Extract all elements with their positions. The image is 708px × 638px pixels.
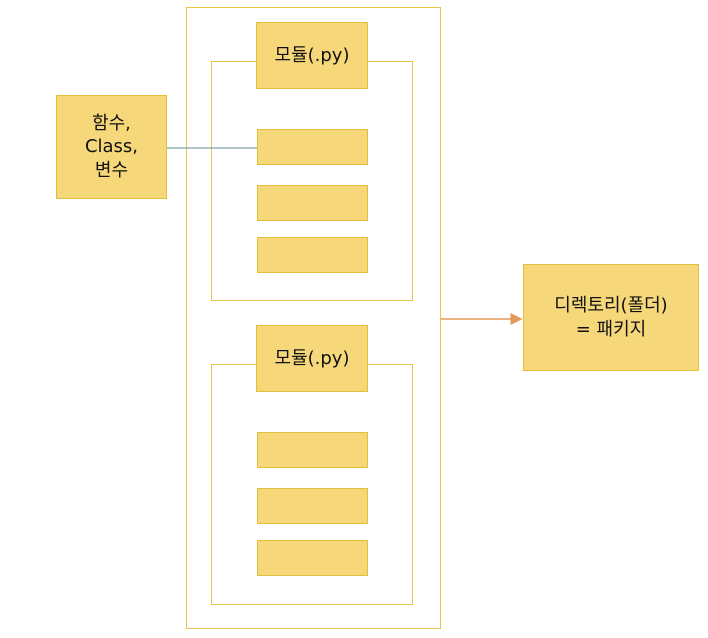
contents-label: 함수, Class, 변수 xyxy=(84,112,139,181)
module-2-item-3 xyxy=(257,540,368,576)
module-title-2: 모듈(.py) xyxy=(274,347,350,369)
module-2-item-1 xyxy=(257,432,368,468)
module-2-item-2 xyxy=(257,488,368,524)
module-title-1: 모듈(.py) xyxy=(274,44,350,66)
module-title-box-2: 모듈(.py) xyxy=(256,325,368,392)
module-1-item-3 xyxy=(257,237,368,273)
package-frame xyxy=(186,7,441,629)
module-1-item-1 xyxy=(257,129,368,165)
module-1-item-2 xyxy=(257,185,368,221)
package-label: 디렉토리(폴더) = 패키지 xyxy=(554,295,668,340)
contents-box: 함수, Class, 변수 xyxy=(56,95,167,199)
module-title-box-1: 모듈(.py) xyxy=(256,22,368,89)
package-box: 디렉토리(폴더) = 패키지 xyxy=(523,264,699,371)
